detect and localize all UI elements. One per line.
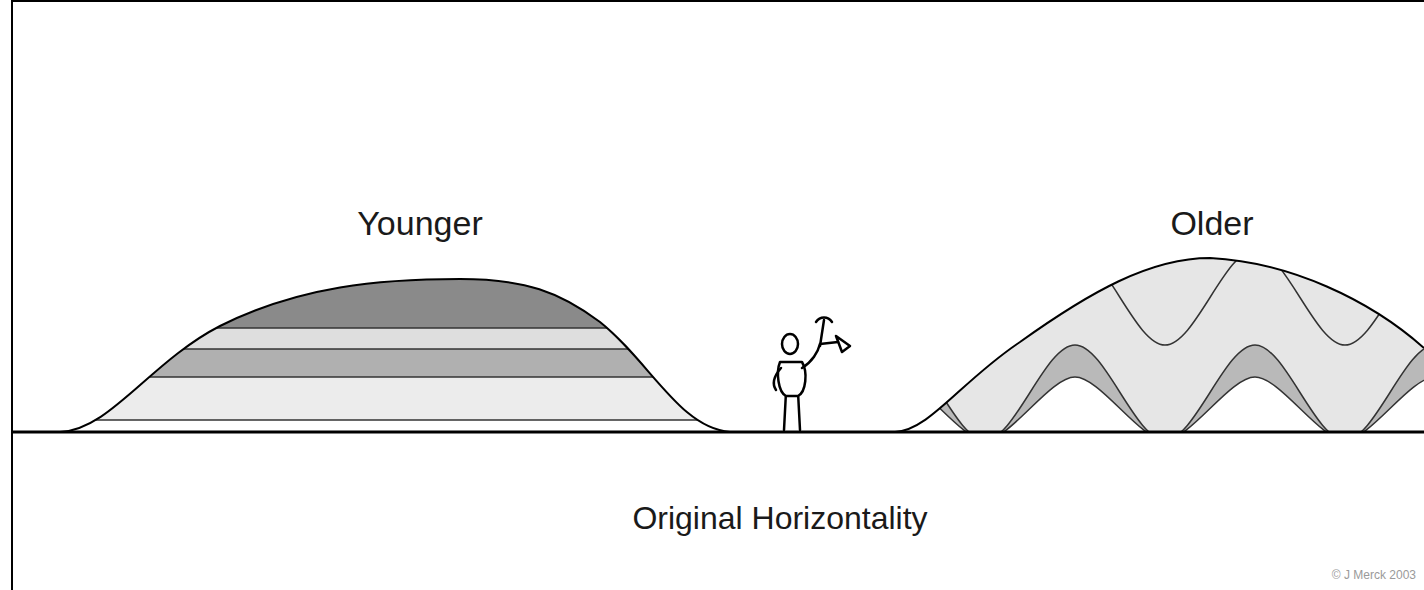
watermark: © J Merck 2003 bbox=[1332, 568, 1416, 582]
age-label: Older bbox=[1170, 204, 1253, 243]
frame-line bbox=[11, 0, 13, 590]
folded-strata bbox=[880, 250, 1424, 460]
geologist-figure bbox=[774, 318, 850, 431]
caption: Original Horizontality bbox=[632, 500, 927, 537]
hill-outline bbox=[895, 258, 1424, 432]
hill-outline bbox=[60, 279, 730, 432]
frame-line bbox=[12, 0, 1424, 2]
age-label: Younger bbox=[357, 204, 482, 243]
ground-line bbox=[12, 431, 1424, 434]
horizontal-strata bbox=[40, 270, 760, 434]
